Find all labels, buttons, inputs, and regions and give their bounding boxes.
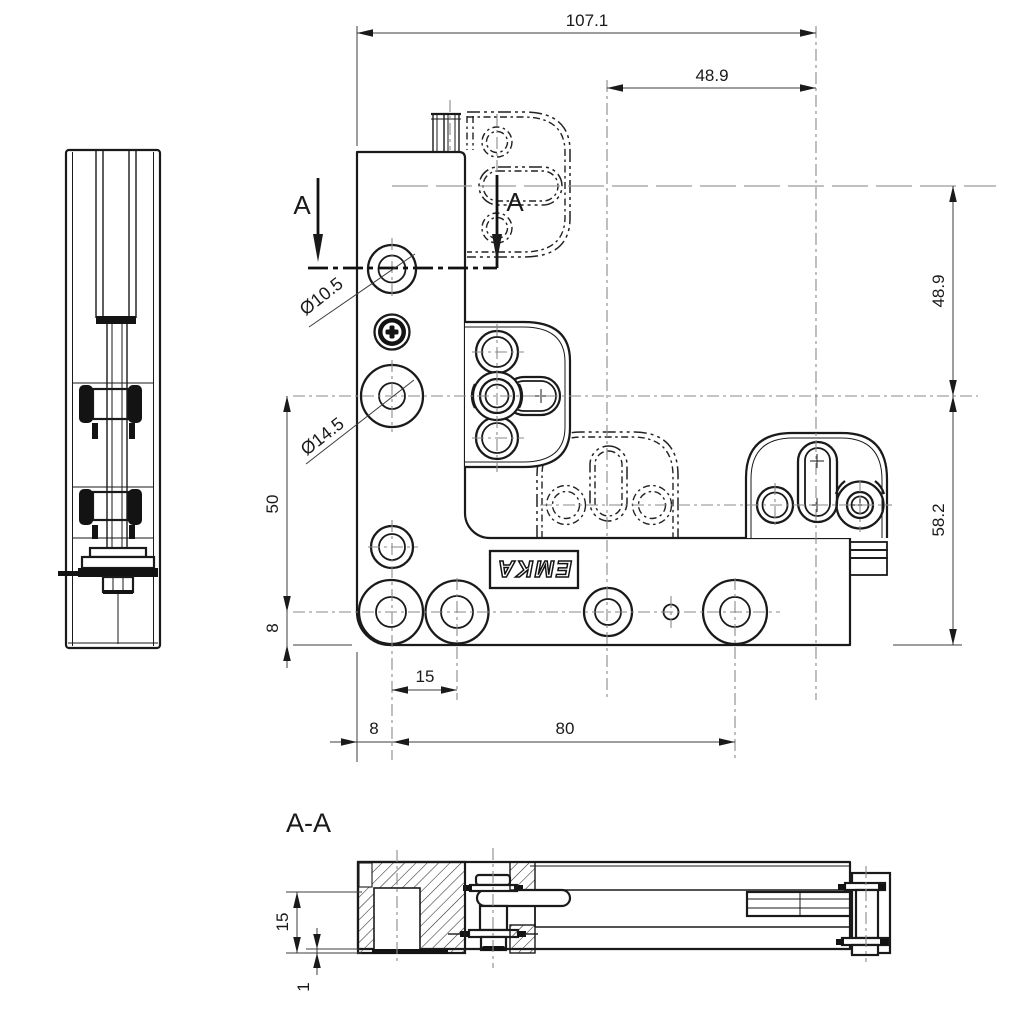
svg-text:48.9: 48.9 bbox=[929, 274, 948, 307]
dim-pivot-offset-top: 48.9 bbox=[607, 66, 816, 92]
extrusion-channel bbox=[95, 151, 137, 324]
svg-text:8: 8 bbox=[369, 719, 378, 738]
section-end-bolt bbox=[836, 871, 892, 957]
phantom-open-position bbox=[467, 111, 571, 258]
emka-logo: EMKA bbox=[488, 549, 580, 590]
dim-hole-pitch-bottom: 15 bbox=[392, 667, 457, 694]
frame-profile bbox=[745, 890, 852, 918]
dim-hole-span-bottom: 80 bbox=[393, 719, 735, 746]
svg-text:15: 15 bbox=[273, 913, 292, 932]
svg-text:107.1: 107.1 bbox=[566, 11, 609, 30]
svg-text:48.9: 48.9 bbox=[695, 66, 728, 85]
section-view: A-A bbox=[273, 808, 892, 992]
svg-text:58.2: 58.2 bbox=[929, 503, 948, 536]
section-label-right: A bbox=[506, 187, 524, 217]
clamp-flange bbox=[58, 546, 158, 644]
brand-logo-text: EMKA bbox=[496, 556, 572, 582]
svg-text:8: 8 bbox=[263, 623, 282, 632]
side-profile-view bbox=[58, 148, 162, 650]
dim-total-width: 107.1 bbox=[356, 11, 816, 146]
dim-body-height-right: 58.2 bbox=[893, 396, 962, 646]
svg-text:50: 50 bbox=[263, 495, 282, 514]
dim-first-hole-offset-bottom: 8 bbox=[330, 652, 393, 762]
section-title: A-A bbox=[286, 808, 331, 838]
svg-text:Ø10.5: Ø10.5 bbox=[296, 273, 347, 319]
hinge-plate bbox=[465, 320, 572, 469]
svg-text:1: 1 bbox=[294, 982, 313, 991]
dim-hole-pitch-left: 50 bbox=[263, 396, 291, 612]
edge-tab bbox=[849, 541, 888, 576]
section-cut-indicator: A A bbox=[293, 175, 524, 270]
section-centerlines bbox=[396, 848, 867, 968]
dim-pivot-offset-right: 48.9 bbox=[929, 186, 957, 396]
hatch-block-bottom bbox=[509, 924, 536, 954]
front-view: EMKA bbox=[263, 11, 996, 762]
pin-connector bbox=[431, 112, 474, 152]
hinge-pin-stem bbox=[91, 324, 130, 548]
clamp-tongue bbox=[475, 888, 572, 908]
logo-frame bbox=[488, 549, 580, 590]
bolt-stack-upper bbox=[79, 385, 142, 439]
screw-head bbox=[373, 313, 411, 351]
dim-bottom-edge-offset-left: 8 bbox=[263, 612, 352, 668]
section-arrow-left bbox=[313, 234, 323, 262]
section-left-block bbox=[356, 860, 467, 955]
hatch-block-top bbox=[509, 861, 536, 891]
section-label-left: A bbox=[293, 190, 311, 220]
svg-text:Ø14.5: Ø14.5 bbox=[297, 413, 348, 459]
svg-text:80: 80 bbox=[556, 719, 575, 738]
corner-body-outline bbox=[355, 150, 852, 647]
bolt-stack-lower bbox=[79, 489, 142, 539]
dim-section-step: 1 bbox=[294, 928, 360, 992]
section-arrow-right bbox=[492, 234, 502, 262]
dim-section-thickness: 15 bbox=[273, 891, 362, 954]
svg-text:15: 15 bbox=[416, 667, 435, 686]
